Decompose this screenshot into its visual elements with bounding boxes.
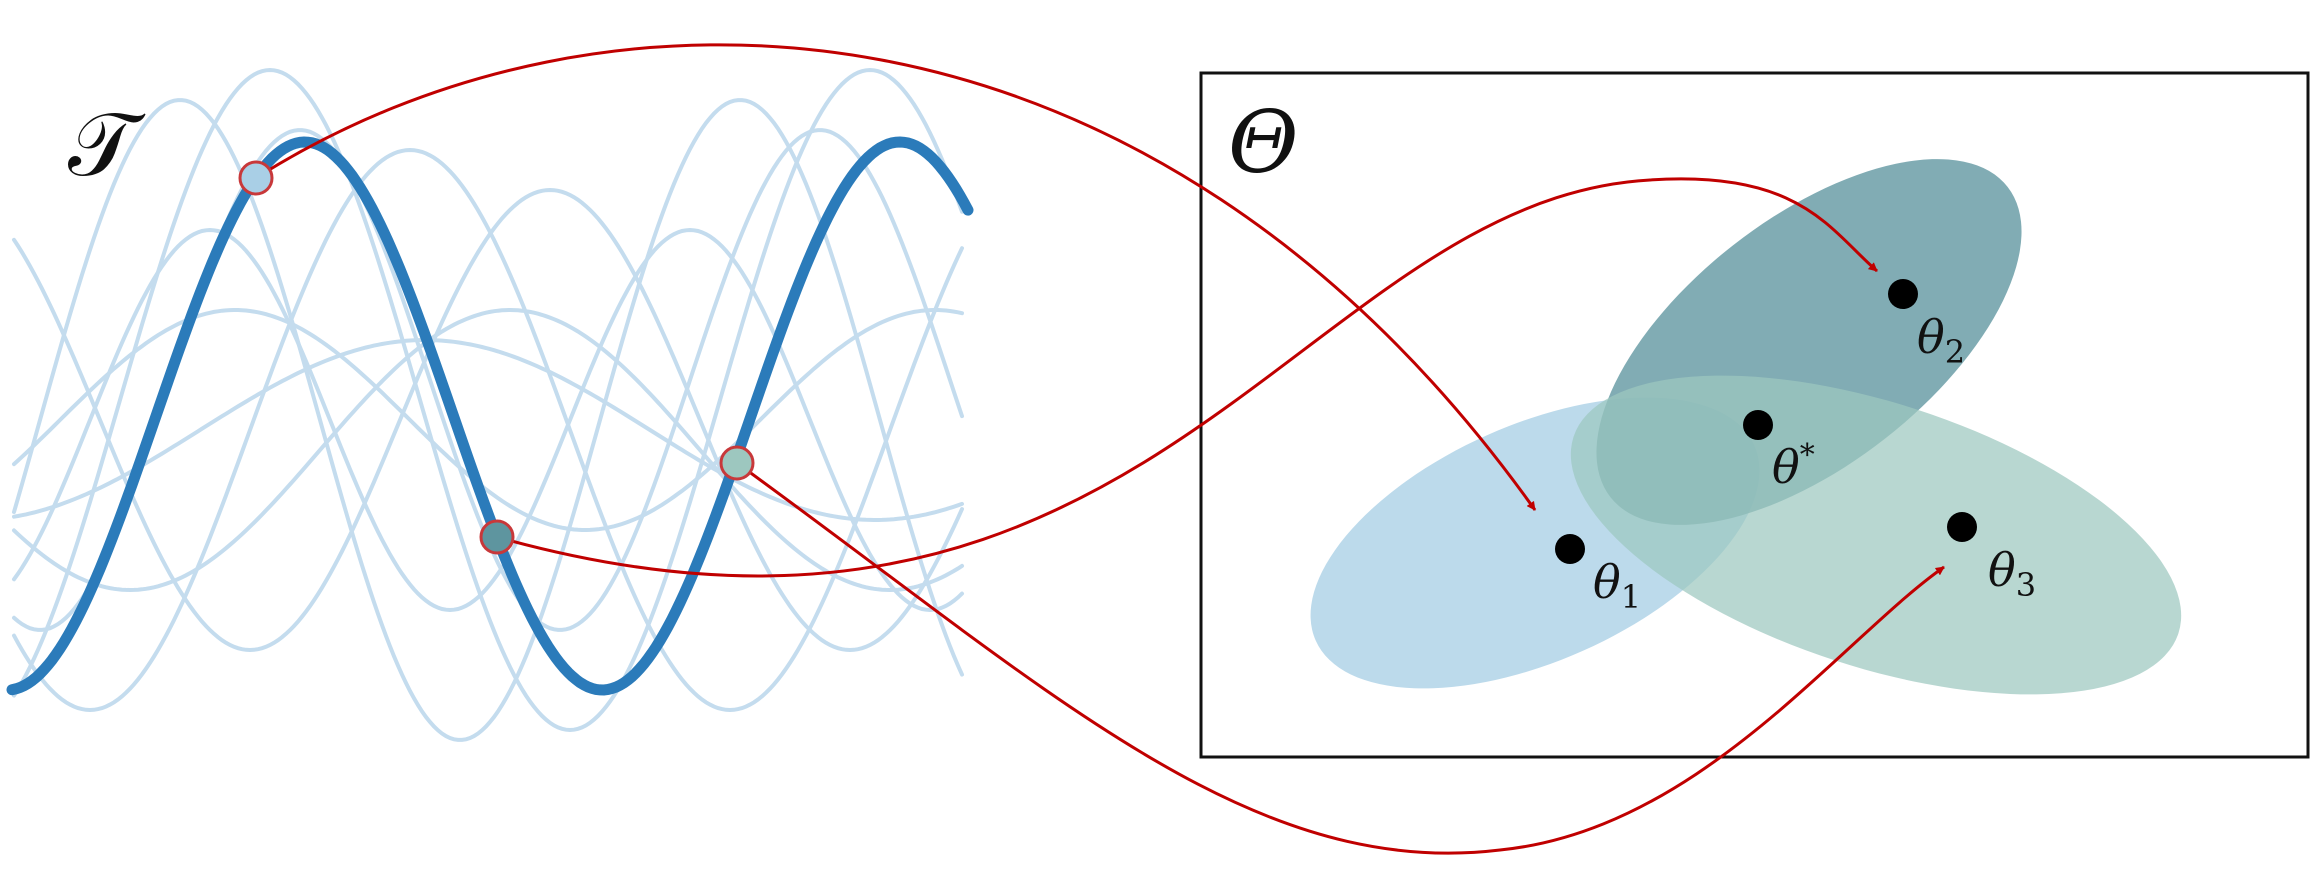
faint-task-wave bbox=[12, 308, 964, 532]
task-point-2 bbox=[479, 519, 515, 555]
theta3-point bbox=[1947, 512, 1977, 542]
main-task-wave bbox=[6, 136, 974, 696]
faint-task-wave bbox=[12, 128, 964, 632]
theta2-label: θ2 bbox=[1917, 310, 1965, 371]
task-point-1 bbox=[238, 160, 274, 196]
faint-task-wave bbox=[12, 227, 964, 613]
parameter-space-box bbox=[1199, 71, 2310, 759]
arrow-task3-to-theta3 bbox=[736, 461, 1945, 855]
faint-task-wave bbox=[12, 98, 964, 742]
faint-task-wave bbox=[12, 67, 964, 733]
task-space-label: 𝒯 bbox=[68, 93, 146, 196]
theta-star-label: θ* bbox=[1772, 438, 1815, 494]
theta1-point bbox=[1555, 534, 1585, 564]
task-point-3 bbox=[719, 445, 755, 481]
faint-task-wave bbox=[12, 147, 964, 713]
theta2-point bbox=[1888, 279, 1918, 309]
faint-task-wave bbox=[12, 338, 964, 522]
parameter-space-label: Θ bbox=[1228, 93, 1299, 193]
region-theta3 bbox=[1570, 375, 2182, 695]
theta3-label: θ3 bbox=[1988, 543, 2036, 604]
theta1-label: θ1 bbox=[1593, 555, 1641, 616]
faint-task-wave bbox=[12, 307, 964, 593]
theta-star-point bbox=[1743, 410, 1773, 440]
arrow-task1-to-theta1 bbox=[255, 43, 1537, 511]
faint-task-wave bbox=[12, 187, 964, 653]
